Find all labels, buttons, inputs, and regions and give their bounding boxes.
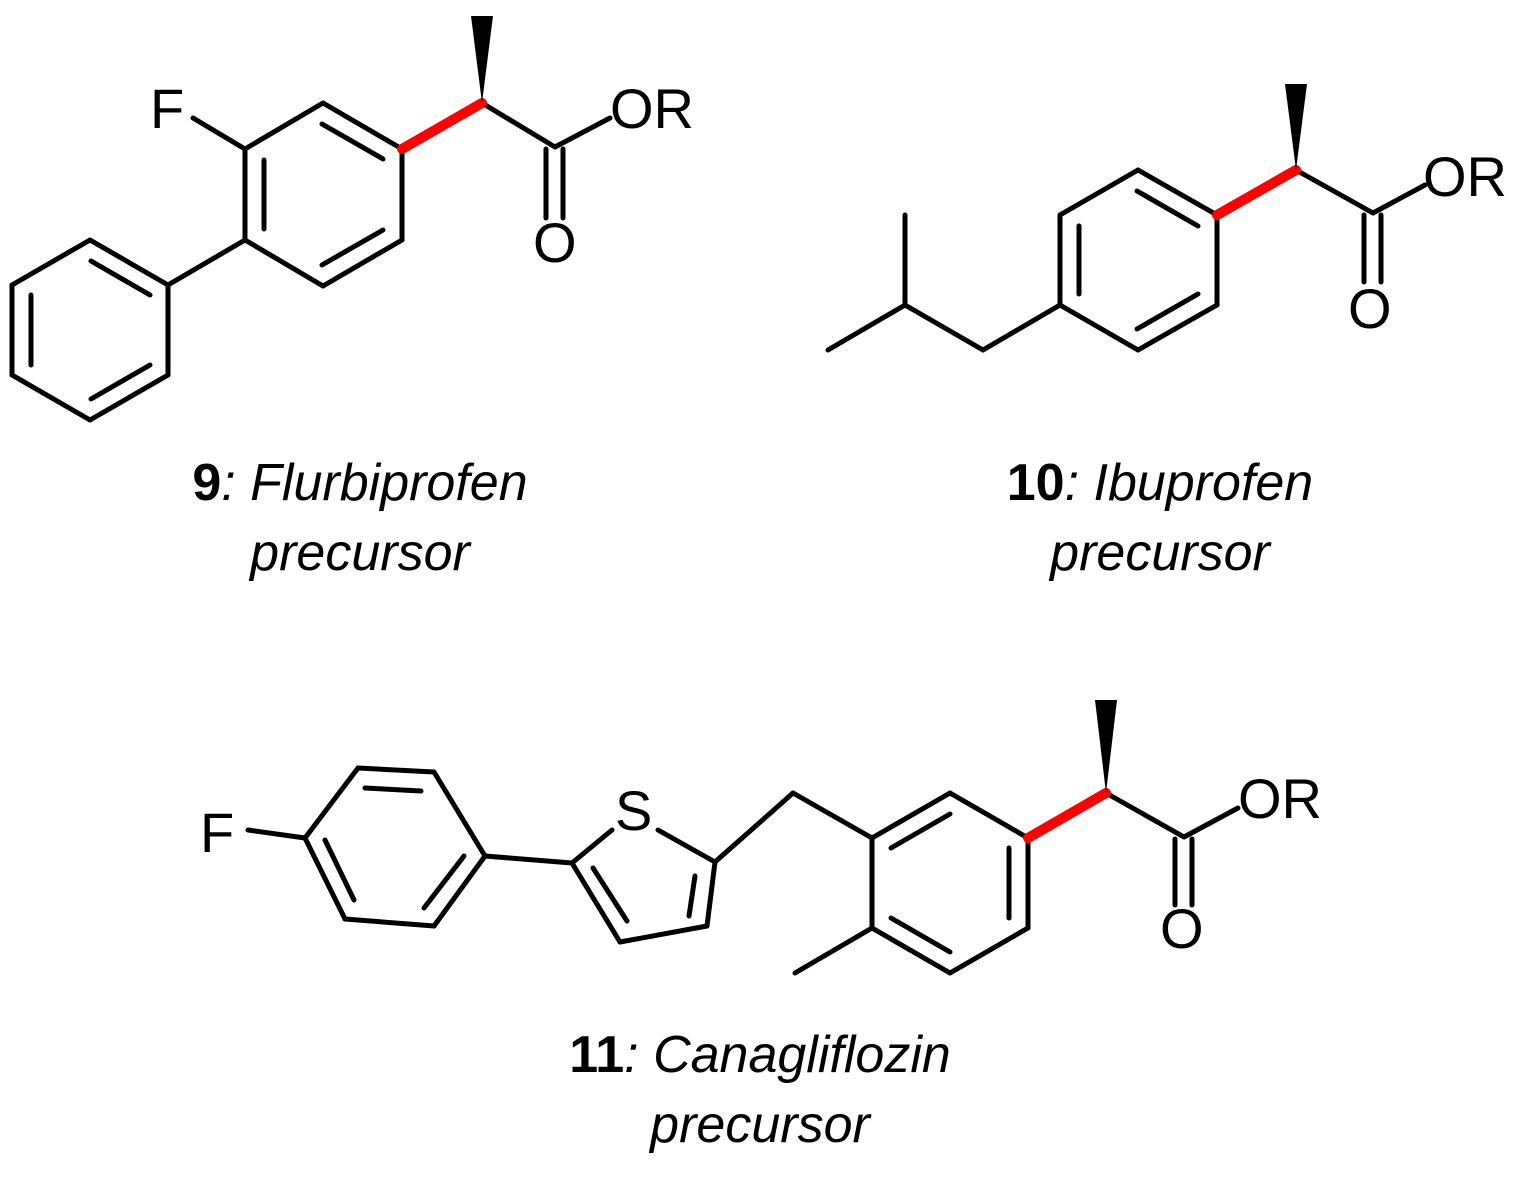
compound-9-separator: : <box>221 454 236 512</box>
compound-9-carbonyl-oxygen-label: O <box>533 211 577 274</box>
compound-9-stereo-wedge <box>471 16 493 103</box>
compound-10-ester-label: OR <box>1423 145 1507 208</box>
compound-11-highlighted-bond <box>1023 788 1111 843</box>
compound-10-separator: : <box>1064 454 1080 512</box>
compound-11-ester-label: OR <box>1238 767 1322 830</box>
compound-11-carbonyl-oxygen-label: O <box>1160 897 1204 960</box>
compound-9-caption-line-1: 9: Flurbiprofen <box>130 448 590 518</box>
compound-10-name: Ibuprofen <box>1093 454 1314 512</box>
compound-10-number: 10 <box>1006 454 1065 512</box>
compound-11-name: Canagliflozin <box>653 1026 951 1084</box>
compound-11-bonds <box>245 765 1241 976</box>
compound-11-suffix: precursor <box>650 1096 870 1154</box>
compound-11-caption-line-1: 11: Canagliflozin <box>480 1020 1040 1090</box>
compound-11-structure: F S OR O <box>200 700 1322 976</box>
compound-9-structure: F OR O <box>9 16 694 423</box>
compound-9-suffix: precursor <box>250 524 470 582</box>
compound-11-number: 11 <box>569 1026 625 1084</box>
compound-11-separator: : <box>624 1026 639 1084</box>
compound-9-caption: 9: Flurbiprofen precursor <box>130 448 590 588</box>
compound-9-fluorine-label: F <box>150 77 184 140</box>
compound-9-bonds <box>9 100 613 423</box>
compound-11-caption: 11: Canagliflozin precursor <box>480 1020 1040 1160</box>
compound-10-suffix: precursor <box>1050 524 1270 582</box>
compound-9-number: 9 <box>192 454 222 512</box>
compound-10-stereo-wedge <box>1285 84 1307 170</box>
compound-9-highlighted-bond <box>397 98 487 154</box>
compound-11-fluorine-label: F <box>200 801 234 864</box>
compound-10-structure: OR O <box>825 84 1507 353</box>
compound-10-caption: 10: Ibuprofen precursor <box>930 448 1390 588</box>
compound-11-sulfur-label: S <box>615 779 652 842</box>
compound-9-name: Flurbiprofen <box>250 454 528 512</box>
compound-10-caption-line-1: 10: Ibuprofen <box>930 448 1390 518</box>
compound-11-stereo-wedge <box>1095 700 1117 793</box>
compound-10-highlighted-bond <box>1212 165 1301 220</box>
compound-10-bonds <box>825 167 1428 353</box>
compound-10-carbonyl-oxygen-label: O <box>1348 277 1392 340</box>
compound-9-ester-label: OR <box>610 77 694 140</box>
